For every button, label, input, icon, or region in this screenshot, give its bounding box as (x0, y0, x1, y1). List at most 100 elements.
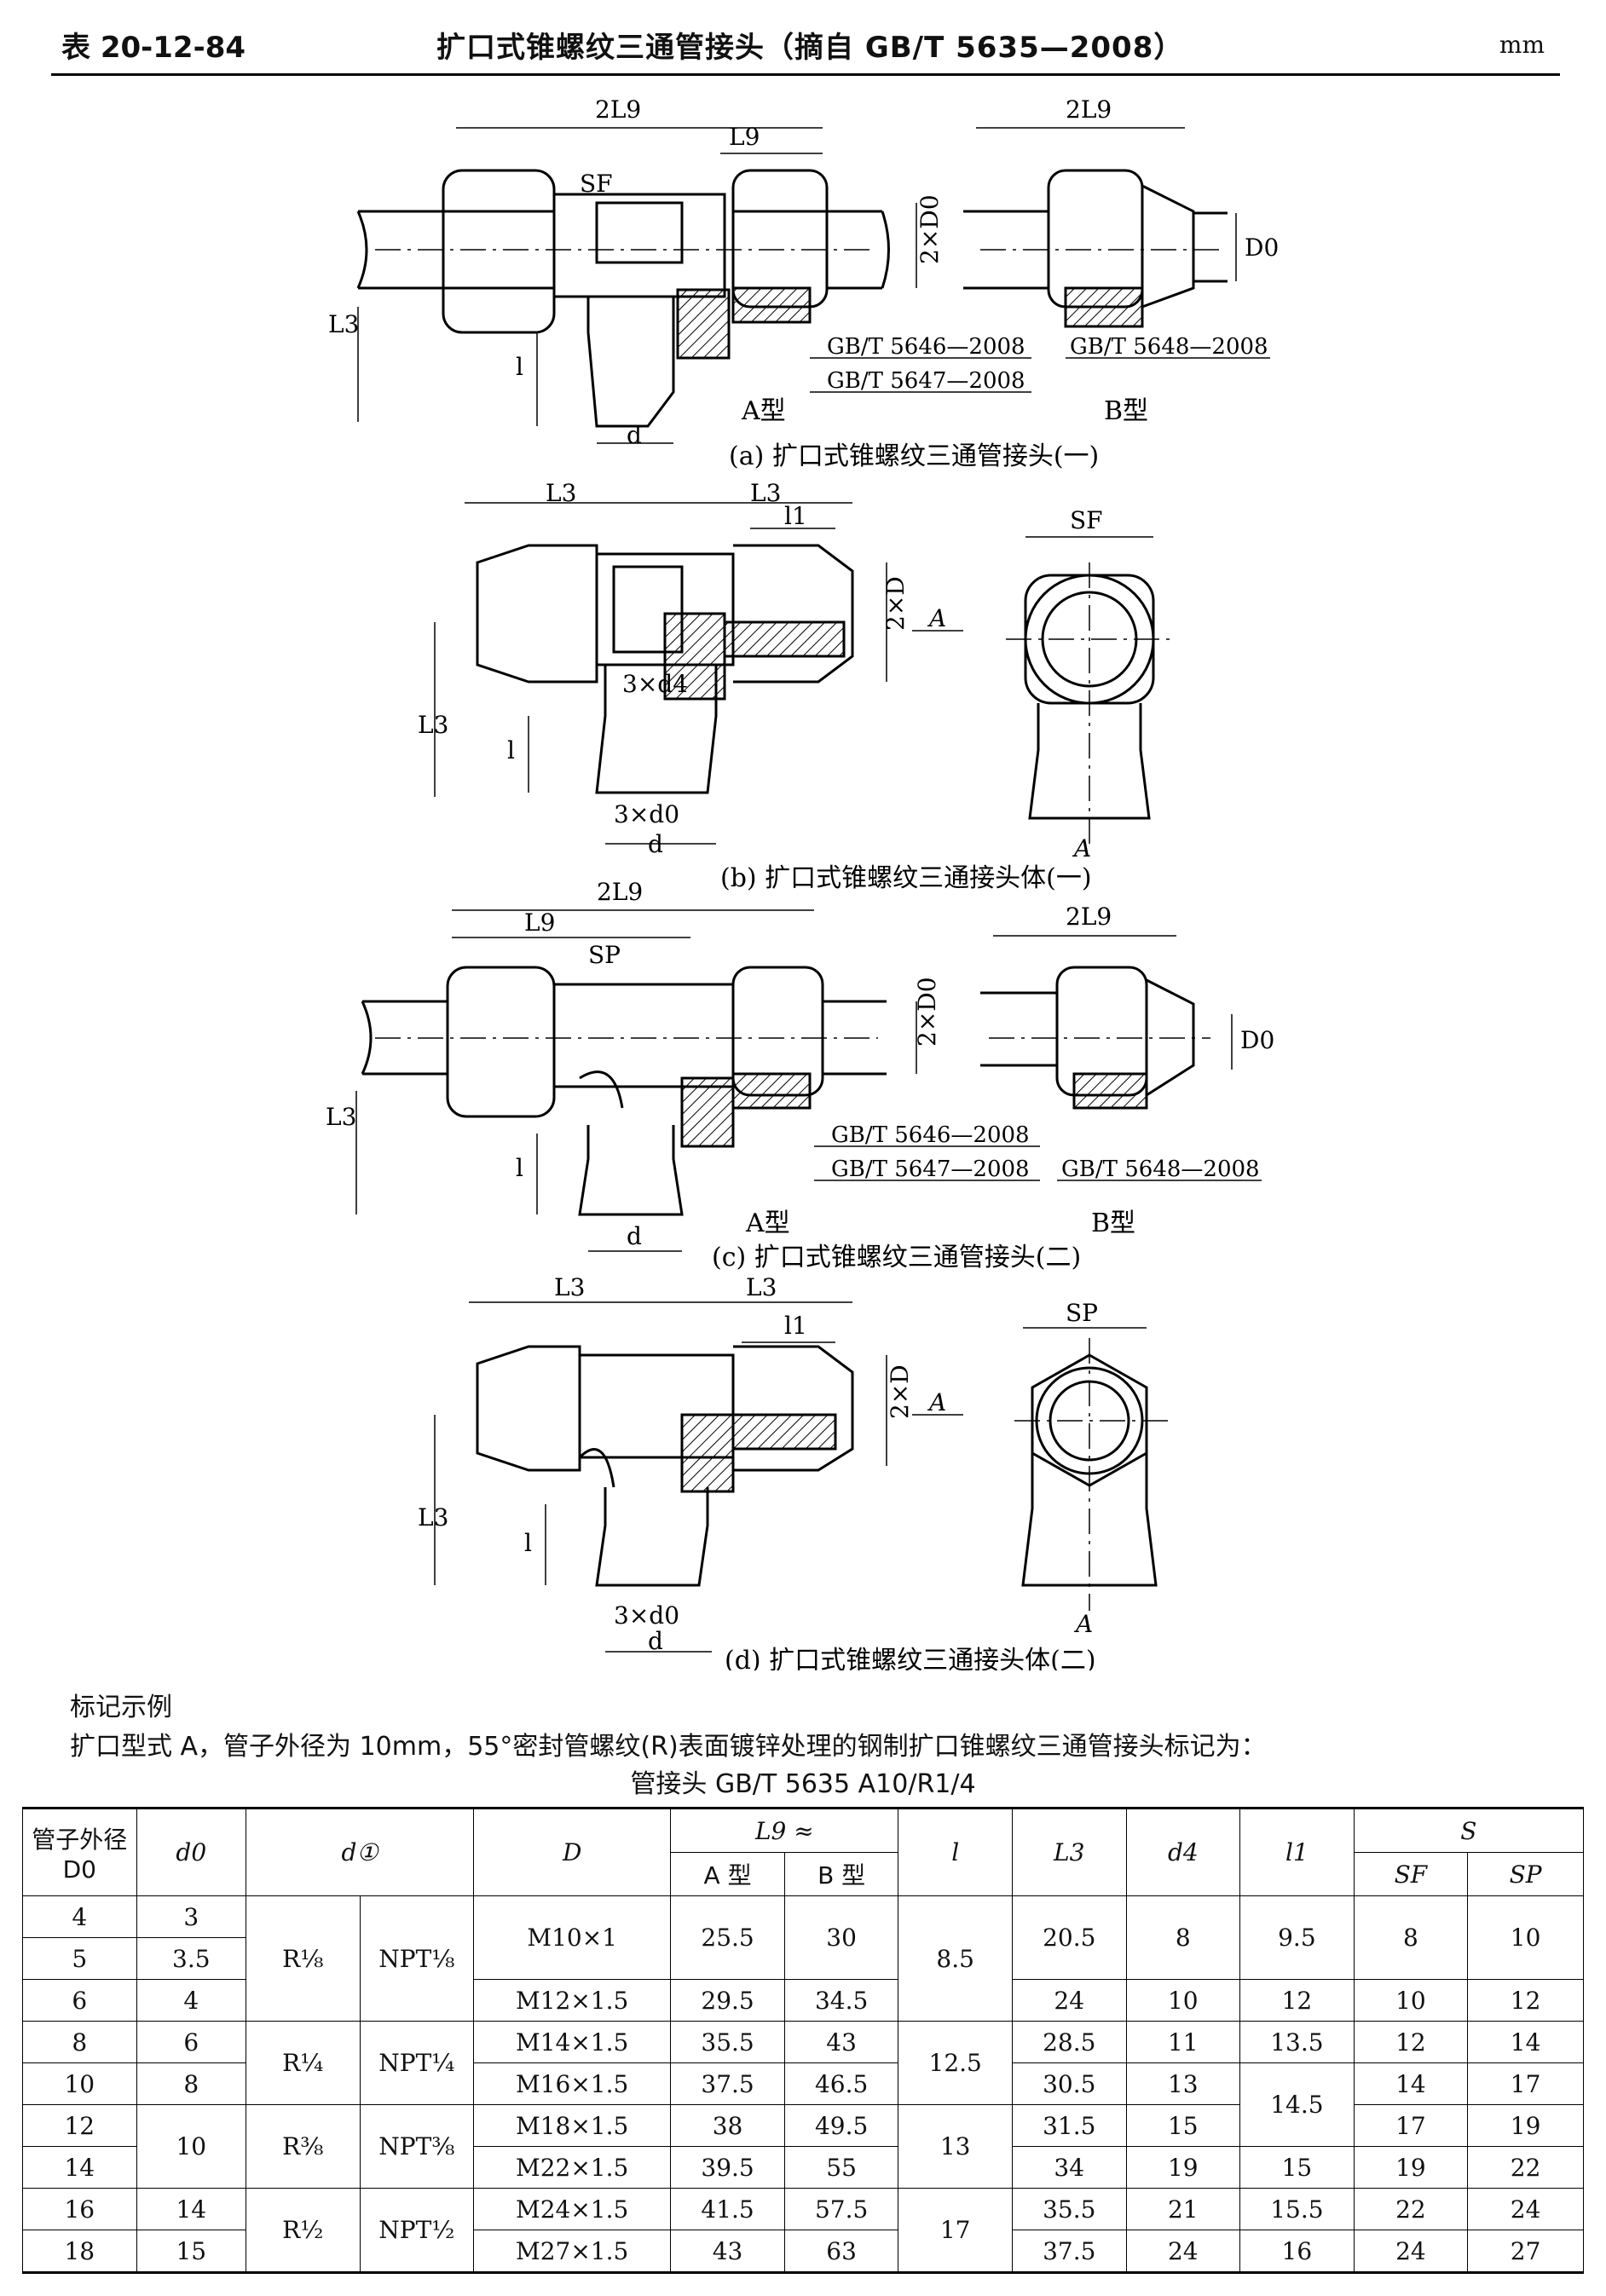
table-cell: M10×1 (473, 1895, 672, 1980)
table-cell: 22 (1467, 2146, 1584, 2189)
table-row: 4 3 R⅛ NPT⅛ M10×1 25.5 30 8.5 20.5 8 9.5… (22, 1895, 1584, 2022)
table-cell: 37.5 (1011, 2230, 1127, 2273)
table-cell: R½ (245, 2188, 361, 2273)
dim-l1-d: l1 (784, 1312, 807, 1340)
type-a-label-c: A型 (745, 1209, 790, 1238)
dim-l-d: l (524, 1529, 532, 1557)
table-cell: 15.5 (1239, 2188, 1355, 2230)
table-cell: 37.5 (670, 2062, 785, 2105)
table-cell: 57.5 (783, 2188, 899, 2230)
table-cell: 10 (1353, 1979, 1469, 2022)
table-id: 表 20-12-84 (61, 31, 246, 65)
std-5646-c: GB/T 5646—2008 (831, 1122, 1030, 1148)
dim-l9-c: L9 (524, 909, 555, 937)
drawings: 2L9 L9 SF 2L9 2×D0 D0 L3 l d GB/T 5646—2… (326, 95, 1279, 1670)
dim-sp-d: SP (1066, 1299, 1098, 1327)
caption-d: (d) 扩口式锥螺纹三通接头体(二) (725, 1646, 1096, 1670)
table-cell: 34 (1011, 2146, 1127, 2189)
table-cell: 10 (22, 2062, 137, 2105)
table-cell: 3.5 (136, 1937, 246, 1980)
dim-2d-b: 2×D (881, 576, 910, 631)
table-cell: 28.5 (1011, 2021, 1127, 2063)
table-cell: 27 (1467, 2230, 1584, 2273)
dim-sp-c: SP (588, 941, 621, 969)
dim-sf-b: SF (1070, 506, 1103, 534)
table-cell: 21 (1125, 2188, 1241, 2230)
table-cell: 13 (1125, 2062, 1241, 2105)
table-cell: 14.5 (1239, 2062, 1355, 2147)
table-cell: R⅜ (245, 2104, 361, 2189)
table-cell: 10 (1467, 1895, 1584, 1980)
table-cell: 8 (136, 2062, 246, 2105)
table-cell: M16×1.5 (473, 2062, 672, 2105)
dim-2l9-c: 2L9 (597, 878, 643, 906)
table-row: 10 8 M16×1.5 37.5 46.5 30.5 13 14.5 14 1… (22, 2062, 1584, 2147)
dim-l1-b: l1 (784, 502, 807, 530)
table-cell: 38 (670, 2104, 785, 2147)
table-cell: 55 (783, 2146, 899, 2189)
table-row: 14 M22×1.5 39.5 55 34 19 15 19 22 (22, 2146, 1584, 2189)
table-cell: 12 (1239, 1979, 1355, 2022)
table-row: 6 4 M12×1.5 29.5 34.5 24 10 12 10 12 (22, 1979, 1584, 2022)
std-5647-c: GB/T 5647—2008 (831, 1157, 1030, 1182)
table-row: 18 15 M27×1.5 43 63 37.5 24 16 24 27 (22, 2230, 1584, 2273)
table-cell: 14 (22, 2146, 137, 2189)
col-tube-od: 管子外径 D0 (22, 1808, 137, 1896)
table-cell: 30.5 (1011, 2062, 1127, 2105)
dim-2d0-a: 2×D0 (916, 194, 944, 264)
table-cell: 24 (1467, 2188, 1584, 2230)
table-cell: R⅛ (245, 1895, 361, 2022)
table-cell: 30 (783, 1895, 899, 1980)
table-cell: M14×1.5 (473, 2021, 672, 2063)
table-cell: 17 (898, 2188, 1013, 2273)
dim-l3-b2: L3 (750, 479, 781, 507)
std-5648-c: GB/T 5648—2008 (1061, 1157, 1260, 1182)
table-cell: 14 (136, 2188, 246, 2230)
caption-c: (c) 扩口式锥螺纹三通管接头(二) (712, 1243, 1081, 1272)
table-cell: 8 (1125, 1895, 1241, 1980)
dim-a-b2: A (1072, 834, 1091, 862)
table-cell: 12 (22, 2104, 137, 2147)
col-l1: l1 (1239, 1808, 1355, 1896)
dim-a-d2: A (1073, 1610, 1093, 1638)
dim-a-d: A (927, 1388, 946, 1416)
dim-d-d: d (648, 1627, 663, 1655)
table-cell: 15 (1125, 2104, 1241, 2147)
dim-l-c: l (516, 1154, 523, 1182)
table-cell: 15 (1239, 2146, 1355, 2189)
std-5648-a: GB/T 5648—2008 (1070, 334, 1268, 360)
table-cell: M24×1.5 (473, 2188, 672, 2230)
table-cell: 43 (670, 2230, 785, 2273)
dim-2l9-ab: 2L9 (1066, 95, 1112, 124)
table-cell: M27×1.5 (473, 2230, 672, 2273)
dim-2d0-c: 2×D0 (913, 977, 941, 1047)
table-cell: 20.5 (1011, 1895, 1127, 1980)
dim-a-b: A (927, 604, 946, 632)
table-cell: 24 (1353, 2230, 1469, 2273)
header-rule (51, 73, 1560, 76)
figure-b (434, 502, 1176, 845)
table-cell: 49.5 (783, 2104, 899, 2147)
marking-heading: 标记示例 (70, 1693, 172, 1722)
dim-2d-d: 2×D (886, 1364, 914, 1419)
table-cell: 31.5 (1011, 2104, 1127, 2147)
table-cell: 12 (1467, 1979, 1584, 2022)
table-cell: 22 (1353, 2188, 1469, 2230)
marking-example: 管接头 GB/T 5635 A10/R1/4 (630, 1769, 976, 1799)
table-row: 8 6 R¼ NPT¼ M14×1.5 35.5 43 12.5 28.5 11… (22, 2021, 1584, 2105)
table-cell: 6 (136, 2021, 246, 2063)
table-cell: NPT½ (359, 2188, 475, 2273)
col-s: S (1353, 1808, 1585, 1853)
table-cell: 43 (783, 2021, 899, 2063)
table-cell: 63 (783, 2230, 899, 2273)
marking-text: 扩口型式 A，管子外径为 10mm，55°密封管螺纹(R)表面镀锌处理的钢制扩口… (70, 1732, 1267, 1762)
dim-l3-d1: L3 (554, 1273, 585, 1301)
col-l9-a: A 型 (670, 1852, 785, 1896)
dim-l3-b1: L3 (546, 479, 576, 507)
col-l9: L9 ≈ (670, 1808, 899, 1853)
table-cell: 14 (1353, 2062, 1469, 2105)
dim-d0-a: D0 (1245, 234, 1279, 262)
table-cell: 24 (1125, 2230, 1241, 2273)
table-cell: 11 (1125, 2021, 1241, 2063)
table-cell: 34.5 (783, 1979, 899, 2022)
